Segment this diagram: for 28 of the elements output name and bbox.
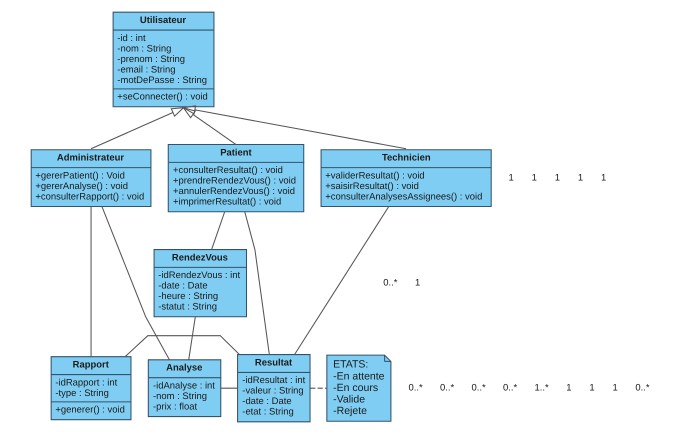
label: 0..*	[382, 277, 397, 288]
arrow	[90, 107, 184, 150]
connector	[90, 206, 92, 356]
connector	[101, 206, 170, 360]
label: 0..*	[634, 382, 650, 394]
connector	[124, 335, 240, 357]
label: 1	[588, 382, 594, 394]
label: 1	[414, 277, 420, 288]
label: 0..*	[471, 382, 486, 394]
connector	[244, 212, 270, 355]
connector	[188, 316, 196, 360]
label: 1	[566, 382, 572, 394]
label: 0..*	[408, 382, 422, 394]
label: 1	[531, 172, 536, 184]
label: 1	[554, 172, 560, 184]
connector	[210, 212, 225, 250]
label: 1	[600, 172, 606, 184]
label: 1	[508, 172, 514, 184]
arrow	[181, 105, 406, 150]
label: 1	[612, 382, 618, 394]
connector	[220, 388, 237, 389]
label: 0..*	[440, 382, 454, 394]
label: 0..*	[502, 382, 517, 394]
connector	[294, 206, 389, 355]
label: 1	[577, 172, 583, 184]
connector	[310, 388, 326, 389]
arrow	[182, 106, 236, 145]
label: 1..*	[534, 382, 548, 394]
